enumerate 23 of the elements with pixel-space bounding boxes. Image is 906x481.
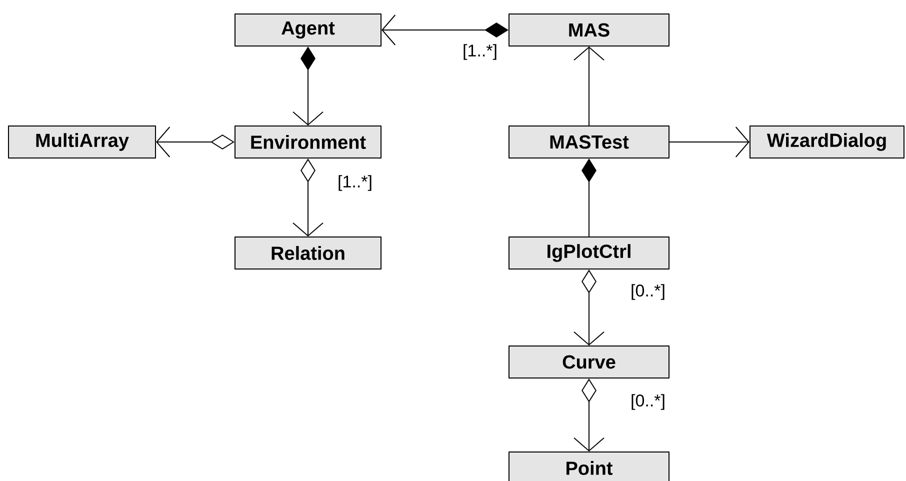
class-box: MAS: [508, 14, 670, 46]
class-box: WizardDialog: [750, 126, 904, 158]
association-line: [292, 46, 324, 126]
association-line: [156, 126, 234, 158]
class-box: Curve: [508, 346, 670, 378]
multiplicity-label: [1..*]: [464, 44, 496, 60]
class-box: Agent: [234, 14, 382, 46]
association-line: [574, 270, 604, 346]
association-line: [574, 46, 604, 126]
multiplicity-label: [1..*]: [338, 175, 372, 191]
class-box: MASTest: [508, 126, 670, 158]
class-box: Point: [508, 452, 670, 481]
class-box: Relation: [234, 236, 382, 270]
association-line: [382, 14, 508, 46]
composition-line: [582, 158, 596, 237]
multiplicity-label: [0..*]: [632, 394, 664, 410]
class-box: MultiArray: [8, 126, 156, 158]
class-box: IgPlotCtrl: [508, 236, 670, 270]
multiplicity-label: [0..*]: [632, 284, 664, 300]
class-box: Environment: [234, 126, 382, 158]
association-line: [669, 126, 750, 158]
association-line: [574, 378, 604, 452]
association-line: [292, 158, 324, 236]
